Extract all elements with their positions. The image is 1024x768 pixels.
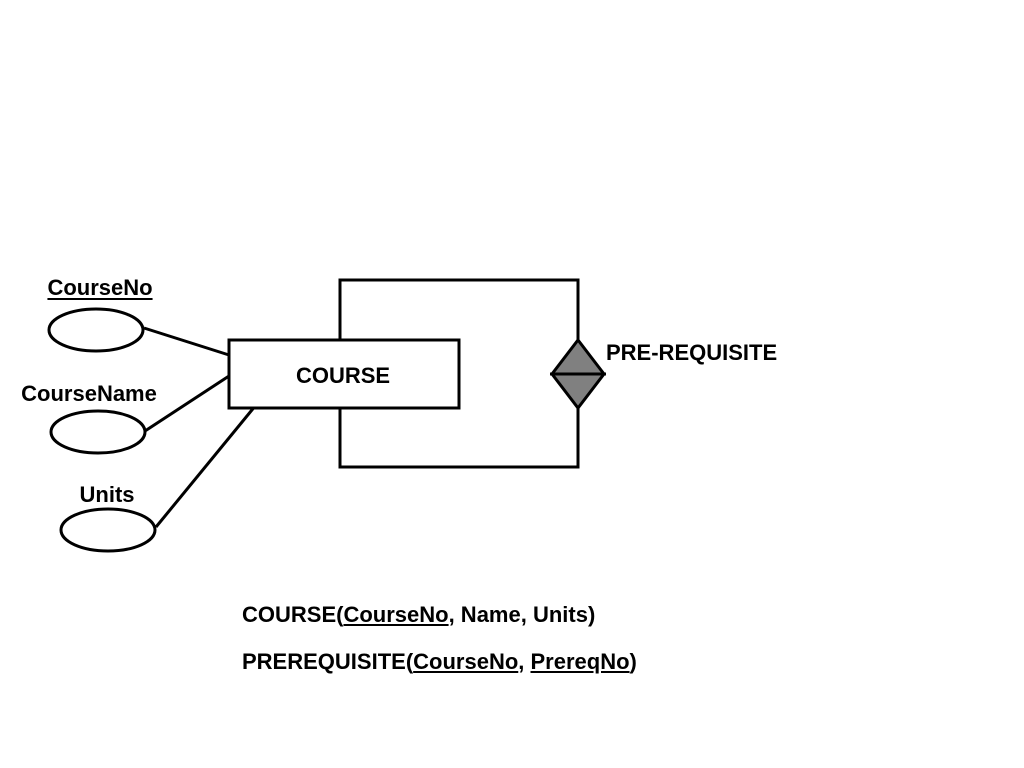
attribute-ellipse-courseno [47, 307, 145, 353]
schema-prereq-key-2: PrereqNo [530, 649, 630, 674]
schema-prereq-relation: PREREQUISITE [242, 649, 406, 674]
attribute-label-units: Units [80, 482, 135, 507]
schema-prerequisite: PREREQUISITE(CourseNo, PrereqNo) [242, 649, 637, 674]
schema-course-rest: , Name, Units [448, 602, 588, 627]
schema-course-relation: COURSE [242, 602, 337, 627]
attribute-connector-units [154, 404, 258, 528]
relationship-connector-top [338, 278, 580, 340]
schema-course: COURSE(CourseNo, Name, Units) [242, 602, 596, 627]
schema-prereq-key-1: CourseNo [413, 649, 519, 674]
attribute-label-courseno: CourseNo [47, 275, 152, 300]
attribute-connector-courseno [143, 326, 230, 357]
relationship-label: PRE-REQUISITE [606, 340, 777, 365]
attribute-connector-coursename [144, 374, 230, 433]
entity-course-box [227, 338, 461, 410]
attribute-label-coursename: CourseName [21, 381, 157, 406]
attribute-ellipse-units [59, 507, 157, 553]
relationship-connector-bottom [338, 408, 580, 469]
schema-prereq-separator: , [518, 649, 531, 674]
attribute-ellipse-coursename [49, 409, 147, 455]
schema-course-key: CourseNo [343, 602, 449, 627]
entity-course-label: COURSE [296, 363, 390, 388]
